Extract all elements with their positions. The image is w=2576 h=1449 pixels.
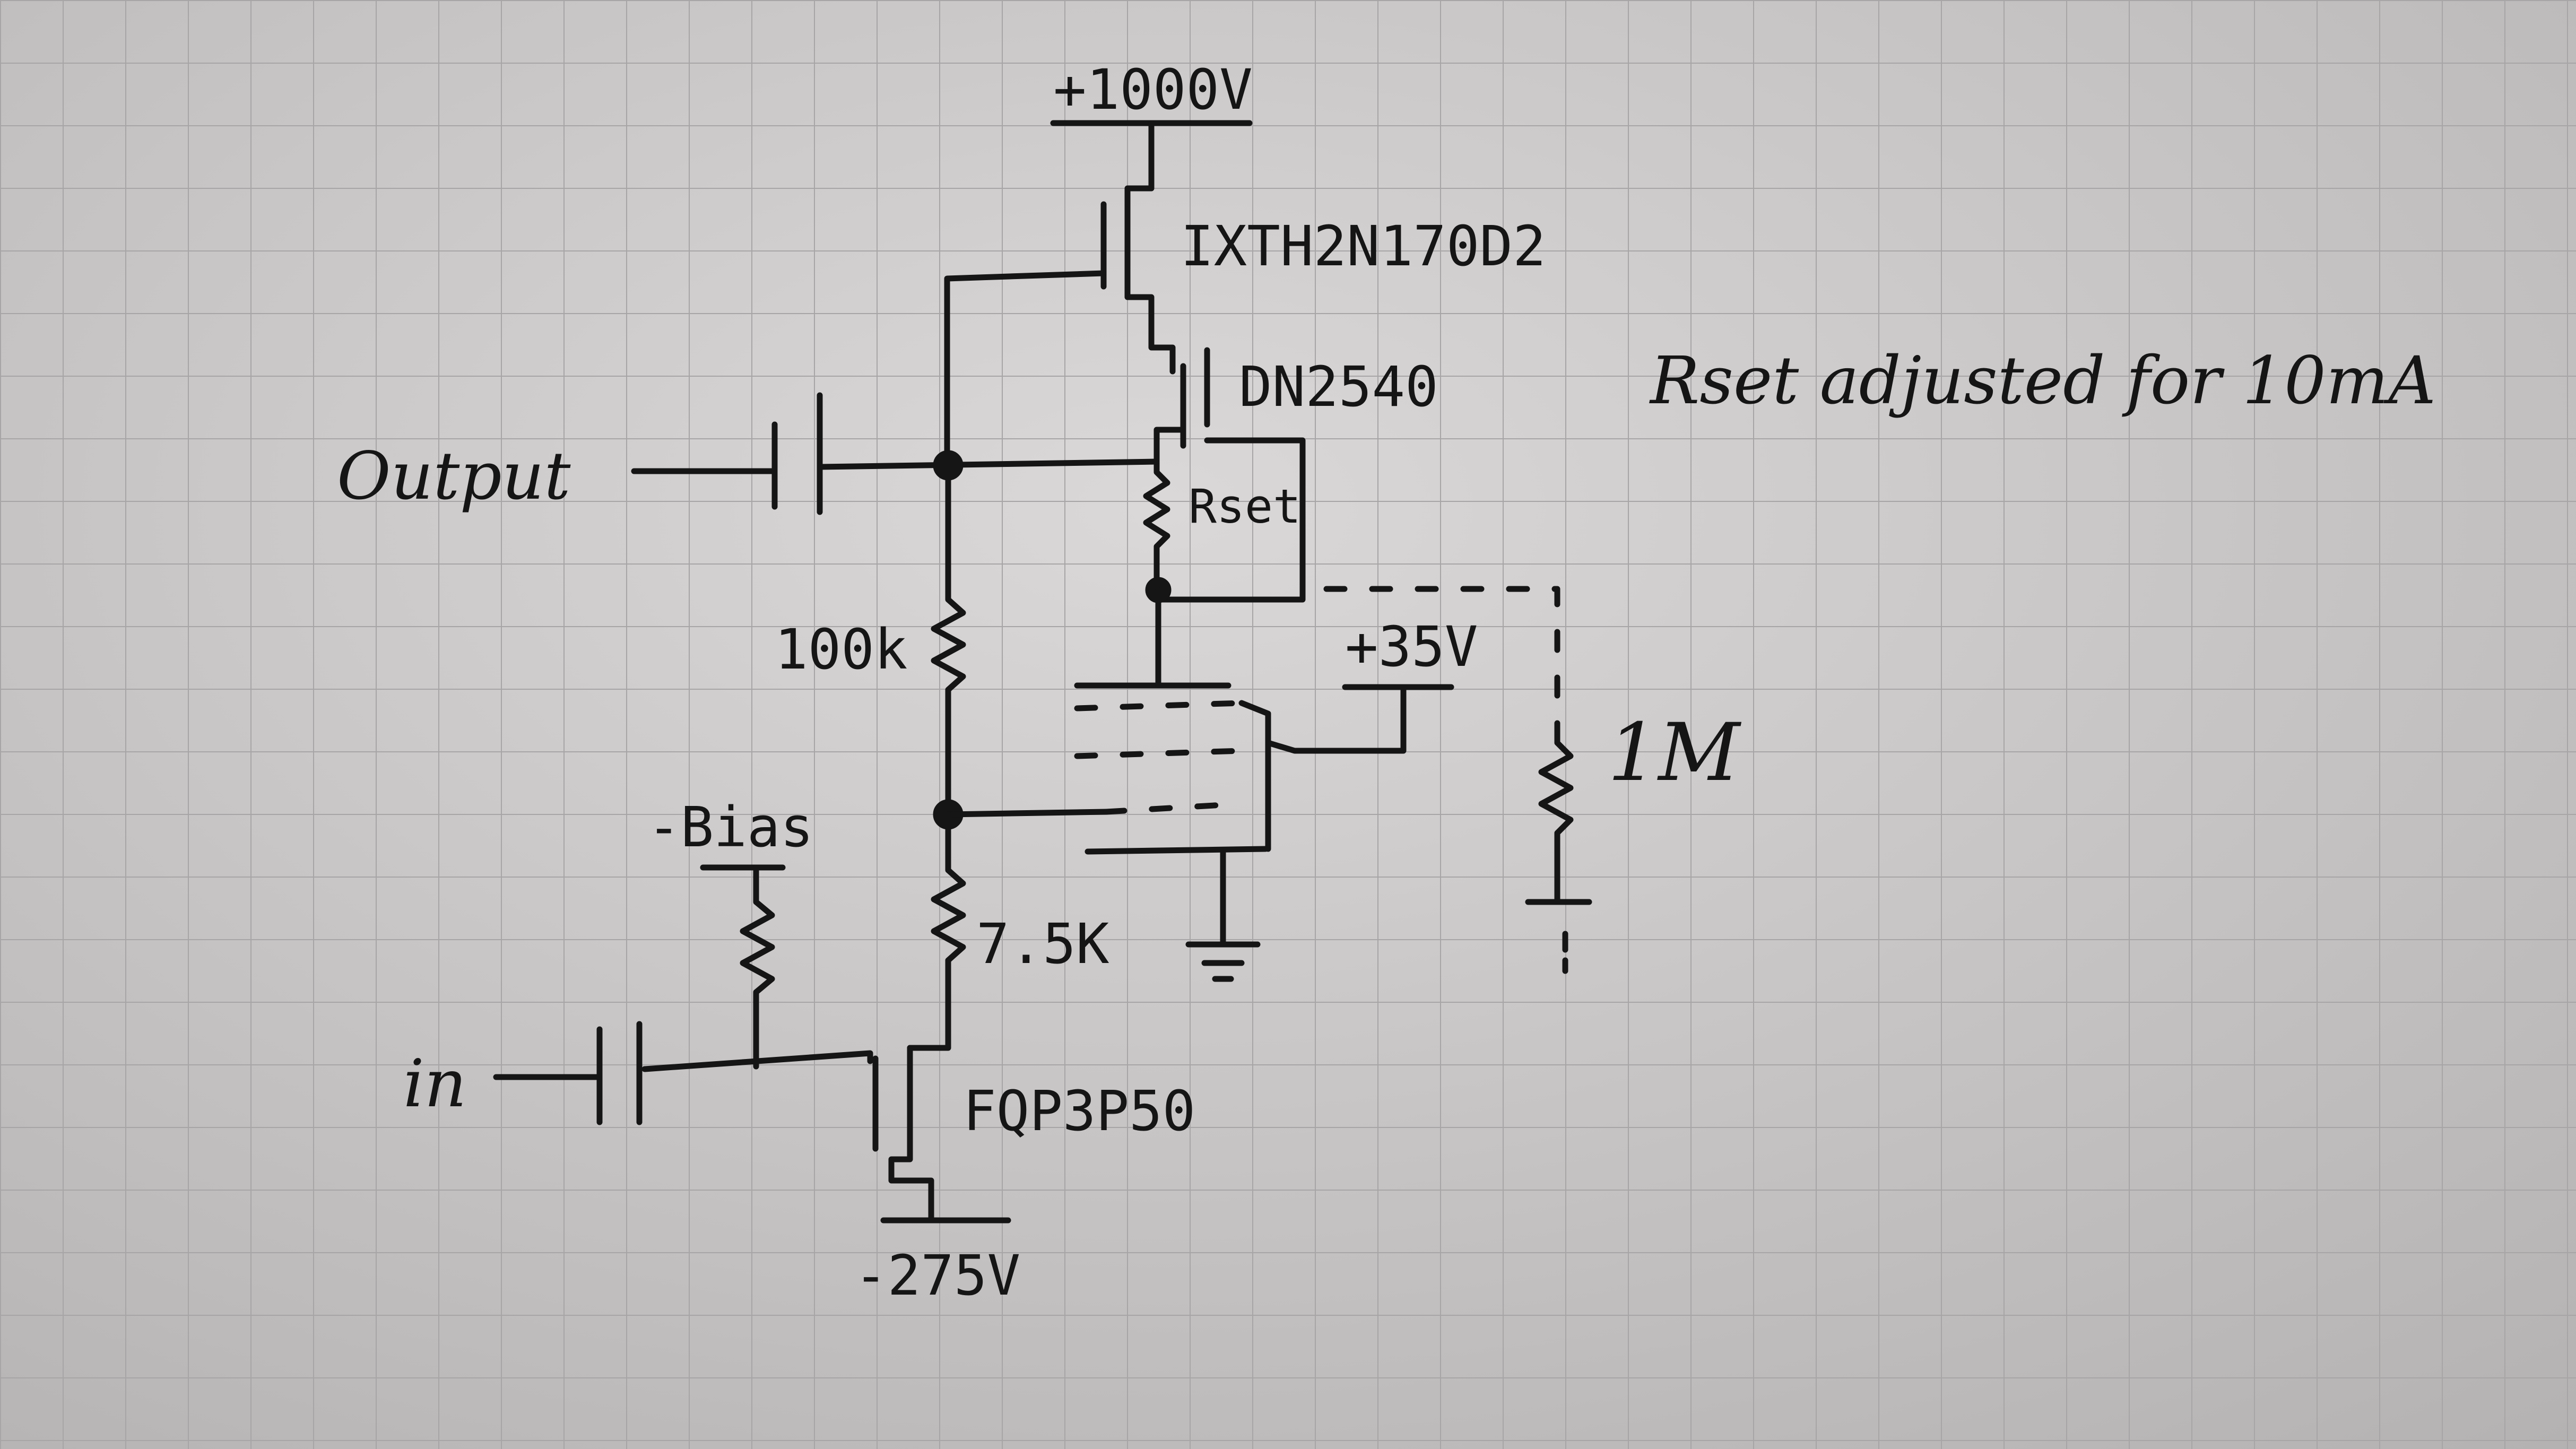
label-mosfet-top: IXTH2N170D2 <box>1181 214 1546 279</box>
label-supply-screen: +35V <box>1345 614 1478 679</box>
wire-output-node <box>817 458 1160 470</box>
tube-cathode <box>1085 846 1269 855</box>
label-input: in <box>403 1046 467 1122</box>
ground-1m <box>1525 899 1592 974</box>
wire-screen <box>1265 687 1407 754</box>
resistor-7k5 <box>907 811 966 1051</box>
tube-grid-suppressor <box>1074 700 1245 712</box>
label-supply-low: -275V <box>854 1243 1020 1308</box>
label-r-set: Rset <box>1189 479 1301 534</box>
label-output: Output <box>337 438 571 515</box>
resistor-bias <box>740 864 775 1070</box>
wire-dashed-1m <box>1323 586 1560 741</box>
wire-input-gate <box>641 1050 873 1072</box>
label-r-1m: 1M <box>1608 707 1741 799</box>
tube-grid-screen <box>1074 748 1245 759</box>
label-supply-high: +1000V <box>1053 57 1253 122</box>
label-mosfet-input: FQP3P50 <box>963 1079 1195 1143</box>
label-note: Rset adjusted for 10mA <box>1649 343 2436 419</box>
label-bias: -Bias <box>647 795 813 860</box>
ground-cathode <box>1185 941 1261 982</box>
resistor-100k <box>931 464 966 818</box>
tube-envelope <box>1238 700 1271 852</box>
label-r-100k: 100k <box>775 617 907 682</box>
vacuum-tube <box>1074 587 1271 948</box>
resistor-rset <box>1143 437 1170 603</box>
mosfet-fqp3p50 <box>872 1045 934 1224</box>
wire-control-grid <box>947 809 1109 818</box>
label-mosfet-ccs: DN2540 <box>1239 354 1438 419</box>
wire-top-gate <box>944 270 1107 470</box>
capacitor-input <box>493 1021 643 1125</box>
wire-rail-to-top-drain <box>1124 120 1155 213</box>
mosfet-dn2540 <box>1153 347 1306 603</box>
label-r-7k5: 7.5K <box>976 912 1109 976</box>
capacitor-output <box>631 392 823 515</box>
resistor-1m <box>1538 734 1574 905</box>
